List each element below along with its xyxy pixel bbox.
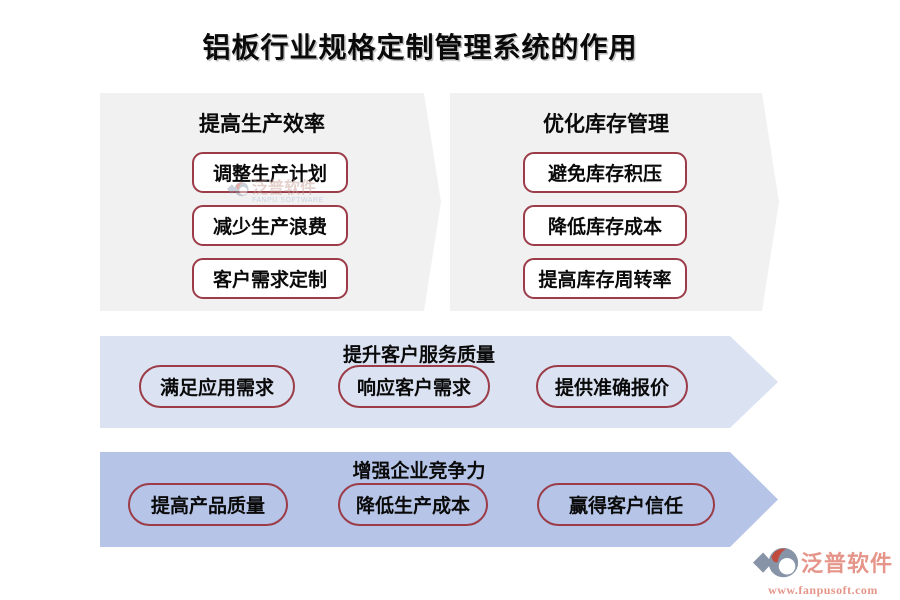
node-reduce-inventory-cost: 降低库存成本	[523, 205, 687, 246]
section-customer-service-quality: 提升客户服务质量 满足应用需求 响应客户需求 提供准确报价	[100, 336, 778, 428]
section-heading: 优化库存管理	[543, 112, 669, 136]
section-heading: 增强企业竞争力	[352, 461, 486, 482]
section-production-efficiency: 提高生产效率 调整生产计划 减少生产浪费 客户需求定制	[100, 93, 441, 311]
section-heading: 提高生产效率	[199, 112, 325, 136]
node-improve-product-quality: 提高产品质量	[128, 483, 288, 526]
node-avoid-inventory-backlog: 避免库存积压	[523, 152, 687, 193]
node-improve-inventory-turnover: 提高库存周转率	[523, 258, 687, 299]
node-reduce-production-cost: 降低生产成本	[338, 483, 488, 526]
node-win-customer-trust: 赢得客户信任	[537, 483, 715, 526]
section-inventory-management: 优化库存管理 避免库存积压 降低库存成本 提高库存周转率	[450, 93, 779, 311]
logo-url: www.fanpusoft.com	[768, 583, 878, 597]
page-title: 铝板行业规格定制管理系统的作用	[202, 33, 638, 64]
section-heading: 提升客户服务质量	[342, 345, 495, 366]
node-provide-accurate-quotes: 提供准确报价	[536, 365, 688, 408]
node-reduce-production-waste: 减少生产浪费	[192, 205, 348, 246]
logo-name: 泛普软件	[800, 550, 893, 576]
node-respond-customer-needs: 响应客户需求	[338, 365, 490, 408]
fanpu-logo: 泛普软件 www.fanpusoft.com	[748, 545, 898, 596]
node-adjust-production-plan: 调整生产计划	[192, 152, 348, 193]
fanpu-logo-icon	[752, 547, 799, 578]
section-enterprise-competitiveness: 增强企业竞争力 提高产品质量 降低生产成本 赢得客户信任	[100, 452, 778, 547]
node-customer-demand-customization: 客户需求定制	[192, 258, 348, 299]
node-meet-application-needs: 满足应用需求	[139, 365, 295, 408]
